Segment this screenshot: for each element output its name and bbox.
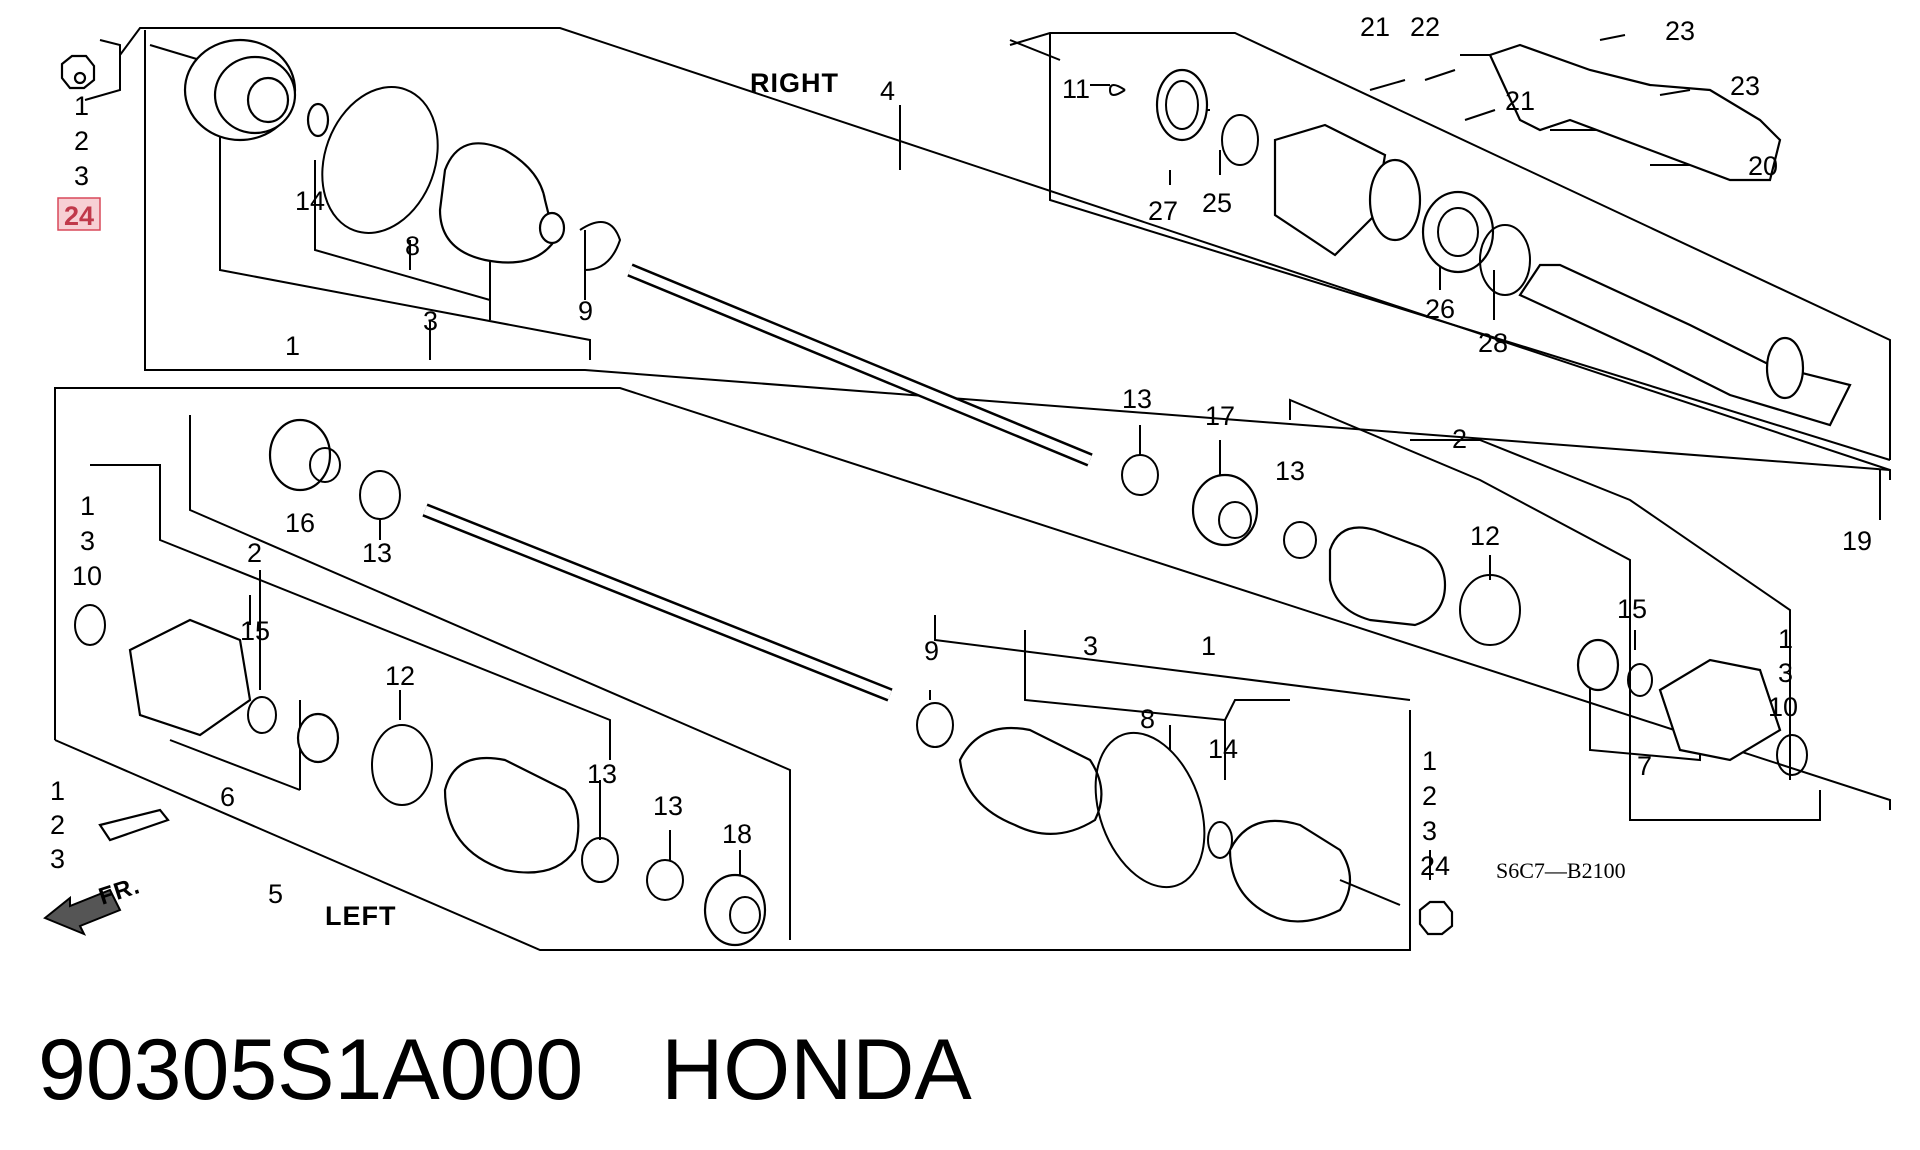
callout: 14 bbox=[295, 186, 325, 216]
callout: 18 bbox=[722, 819, 752, 849]
callout: 13 bbox=[1122, 384, 1152, 414]
parts bbox=[43, 34, 1852, 947]
callout: 21 bbox=[1505, 86, 1535, 116]
callout: 23 bbox=[1730, 71, 1760, 101]
svg-text:24: 24 bbox=[64, 201, 94, 231]
callout: 3 bbox=[1422, 816, 1437, 846]
callout: 1 bbox=[80, 491, 95, 521]
callout: 2 bbox=[74, 126, 89, 156]
callout: 4 bbox=[880, 76, 895, 106]
callout: 21 bbox=[1360, 12, 1390, 42]
callout: 7 bbox=[1637, 751, 1652, 781]
callout: 8 bbox=[1140, 704, 1155, 734]
callout: 3 bbox=[423, 306, 438, 336]
callout: 28 bbox=[1478, 328, 1508, 358]
callout: 15 bbox=[1617, 594, 1647, 624]
front-arrow-label: FR. bbox=[96, 872, 144, 911]
callout: 27 bbox=[1148, 196, 1178, 226]
callout: 13 bbox=[1275, 456, 1305, 486]
callout: 16 bbox=[285, 508, 315, 538]
callout: 3 bbox=[50, 844, 65, 874]
highlighted-callout: 24 bbox=[57, 197, 101, 231]
callout: 10 bbox=[72, 561, 102, 591]
callout: 9 bbox=[924, 636, 939, 666]
callout: 2 bbox=[50, 810, 65, 840]
front-arrow-icon bbox=[43, 888, 122, 936]
left-section-label: LEFT bbox=[325, 901, 397, 931]
drawing-code: S6C7—B2100 bbox=[1496, 858, 1626, 883]
callout: 2 bbox=[247, 538, 262, 568]
callout: 1 bbox=[1201, 631, 1216, 661]
callout-numbers: 1 2 3 24 4 14 8 3 9 1 11 27 25 21 22 21 … bbox=[50, 12, 1872, 909]
callout: 10 bbox=[1768, 692, 1798, 722]
callout: 15 bbox=[240, 616, 270, 646]
callout: 17 bbox=[1205, 401, 1235, 431]
callout: 13 bbox=[362, 538, 392, 568]
callout: 12 bbox=[385, 661, 415, 691]
callout: 13 bbox=[587, 759, 617, 789]
driveshaft-exploded-diagram: RIGHT LEFT FR. S6C7—B2100 1 2 3 24 4 14 … bbox=[43, 12, 1891, 951]
section-labels: RIGHT LEFT FR. S6C7—B2100 bbox=[96, 68, 1626, 931]
right-section-label: RIGHT bbox=[750, 68, 839, 98]
callout: 3 bbox=[1083, 631, 1098, 661]
callout: 3 bbox=[74, 161, 89, 191]
callout: 22 bbox=[1410, 12, 1440, 42]
part-number: 90305S1A000 bbox=[38, 1022, 584, 1118]
callout: 25 bbox=[1202, 188, 1232, 218]
callout: 1 bbox=[74, 91, 89, 121]
callout: 1 bbox=[50, 776, 65, 806]
callout: 5 bbox=[268, 879, 283, 909]
callout: 19 bbox=[1842, 526, 1872, 556]
callout: 26 bbox=[1425, 294, 1455, 324]
callout: 2 bbox=[1452, 424, 1467, 454]
callout: 11 bbox=[1062, 74, 1090, 104]
callout: 2 bbox=[1422, 781, 1437, 811]
callout: 23 bbox=[1665, 16, 1695, 46]
callout: 3 bbox=[80, 526, 95, 556]
callout: 6 bbox=[220, 782, 235, 812]
callout: 14 bbox=[1208, 734, 1238, 764]
footer-caption: 90305S1A000 HONDA bbox=[38, 1015, 972, 1125]
callout: 9 bbox=[578, 296, 593, 326]
callout: 13 bbox=[653, 791, 683, 821]
callout: 1 bbox=[1778, 624, 1793, 654]
callout: 3 bbox=[1778, 658, 1793, 688]
callout: 1 bbox=[285, 331, 300, 361]
brand-name: HONDA bbox=[661, 1022, 972, 1118]
callout: 20 bbox=[1748, 151, 1778, 181]
callout: 12 bbox=[1470, 521, 1500, 551]
callout: 1 bbox=[1422, 746, 1437, 776]
callout: 8 bbox=[405, 231, 420, 261]
leader-lines bbox=[54, 27, 1891, 951]
callout: 24 bbox=[1420, 851, 1450, 881]
